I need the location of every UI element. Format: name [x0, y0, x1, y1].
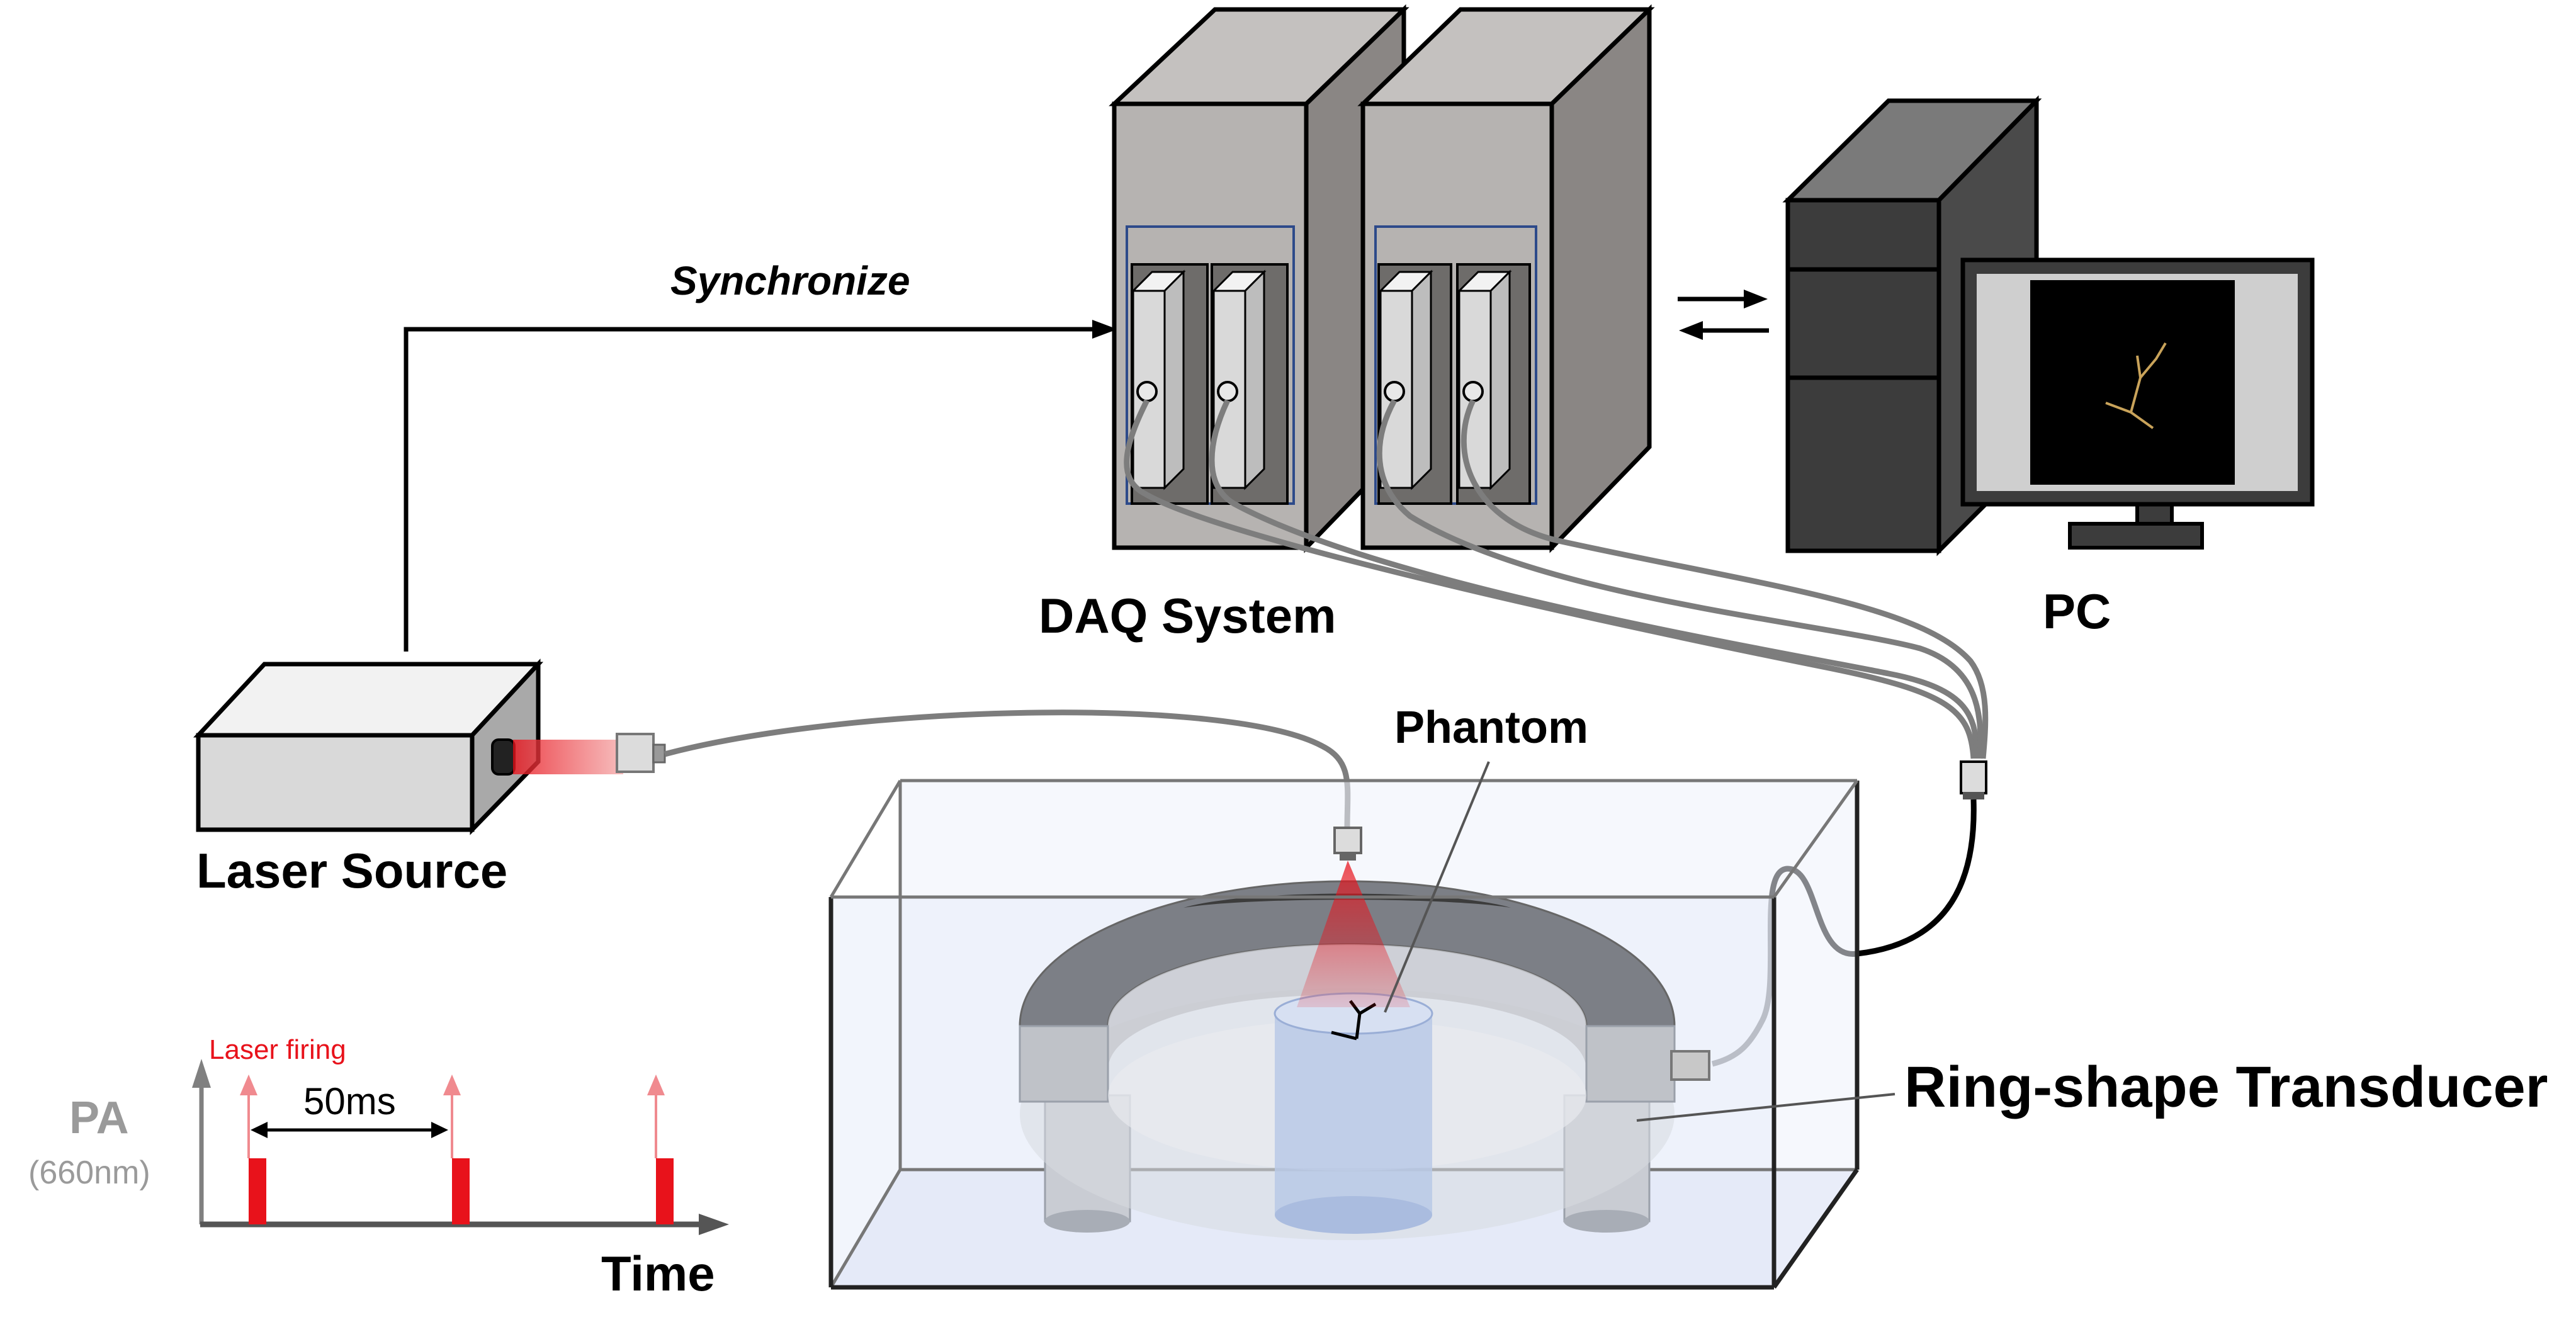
- timing-diagram: [192, 1059, 729, 1235]
- light-cone: [1297, 861, 1410, 1007]
- time-axis-label: Time: [601, 1246, 715, 1301]
- daq-cables: [1124, 398, 1989, 759]
- ring-transducer-label: Ring-shape Transducer: [1904, 1055, 2548, 1119]
- laser-source: [193, 658, 623, 835]
- laser-source-label: Laser Source: [196, 843, 507, 898]
- data-transfer-arrows: [1678, 290, 1769, 340]
- ring-transducer-leader: [1636, 1093, 1895, 1122]
- optical-fiber: [664, 709, 1351, 828]
- ring-transducer: [1019, 880, 1710, 1240]
- illumination-probe: [1297, 827, 1410, 1007]
- pa-axis-label: PA: [69, 1093, 129, 1143]
- synchronize-connection: [404, 320, 1117, 652]
- daq-module-2a: [1377, 263, 1452, 505]
- interval-label: 50ms: [303, 1080, 396, 1122]
- daq-module-1b: [1211, 263, 1289, 505]
- laser-beam: [513, 740, 623, 774]
- monitor-image: [2030, 280, 2235, 485]
- interval-marker: [251, 1122, 448, 1138]
- pc-monitor: [1960, 257, 2315, 550]
- phantom-leader: [1384, 761, 1490, 1013]
- daq-module-1a: [1131, 263, 1209, 505]
- cable-connector: [1960, 760, 1987, 799]
- firing-arrows: [239, 1074, 665, 1158]
- synchronize-label: Synchronize: [670, 258, 910, 303]
- daq-chassis-2: [1357, 4, 1655, 553]
- wavelength-label: (660nm): [28, 1155, 150, 1191]
- phantom-label: Phantom: [1394, 703, 1588, 753]
- laser-firing-label: Laser firing: [209, 1034, 346, 1065]
- fiber-coupler: [616, 733, 666, 773]
- daq-chassis-1: [1109, 4, 1409, 553]
- daq-system-label: DAQ System: [1039, 588, 1336, 643]
- phantom: [1274, 992, 1433, 1234]
- pc-label: PC: [2043, 584, 2111, 639]
- vessel-image-icon: [2105, 342, 2167, 429]
- laser-pulses: [249, 1158, 674, 1224]
- tank-front-edges: [828, 779, 1860, 1290]
